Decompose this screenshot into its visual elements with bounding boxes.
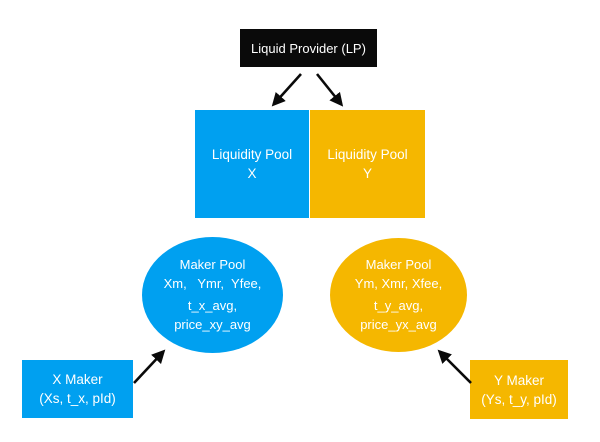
y-maker-box: Y Maker (Ys, t_y, pId) <box>470 360 568 419</box>
maker-pool-y-title: Maker Pool <box>365 257 432 272</box>
x-maker-box: X Maker (Xs, t_x, pId) <box>22 360 133 418</box>
x-maker-label-line2: (Xs, t_x, pId) <box>39 391 116 406</box>
maker-pool-y-vars-line2: t_y_avg, <box>373 298 424 313</box>
arrow-y-maker-to-maker-pool-y-icon <box>437 349 472 384</box>
maker-pool-y-vars-line3: price_yx_avg <box>360 316 437 332</box>
maker-pool-x-title: Maker Pool <box>179 257 246 272</box>
maker-pool-y-ellipse: Maker Pool Ym, Xmr, Xfee, t_y_avg, price… <box>330 238 467 352</box>
maker-pool-y-vars-line1: Ym, Xmr, Xfee, <box>354 275 443 291</box>
maker-pool-x-vars-line1: Xm, Ymr, Yfee, <box>163 275 262 291</box>
maker-pool-x-vars-line2: t_x_avg, <box>187 298 238 313</box>
liquidity-pool-x-label-line2: X <box>247 166 257 181</box>
y-maker-label-line2: (Ys, t_y, pId) <box>481 391 557 407</box>
arrow-lp-to-pool-x-icon <box>271 73 302 107</box>
maker-pool-x-ellipse: Maker Pool Xm, Ymr, Yfee, t_x_avg, price… <box>142 237 283 353</box>
liquid-provider-label: Liquid Provider (LP) <box>251 40 366 56</box>
liquidity-pool-x-box: Liquidity Pool X <box>195 110 309 218</box>
arrow-lp-to-pool-y-icon <box>315 73 344 107</box>
maker-pool-x-vars-line3: price_xy_avg <box>174 316 251 332</box>
x-maker-label-line1: X Maker <box>52 372 103 387</box>
y-maker-label-line1: Y Maker <box>493 372 545 388</box>
liquidity-pool-y-label-line2: Y <box>362 166 372 181</box>
liquidity-pool-y-label-line1: Liquidity Pool <box>327 147 408 162</box>
liquid-provider-box: Liquid Provider (LP) <box>240 29 377 67</box>
liquidity-pool-x-label-line1: Liquidity Pool <box>211 147 293 162</box>
arrow-x-maker-to-maker-pool-x-icon <box>133 349 166 384</box>
liquidity-pool-y-box: Liquidity Pool Y <box>310 110 425 218</box>
